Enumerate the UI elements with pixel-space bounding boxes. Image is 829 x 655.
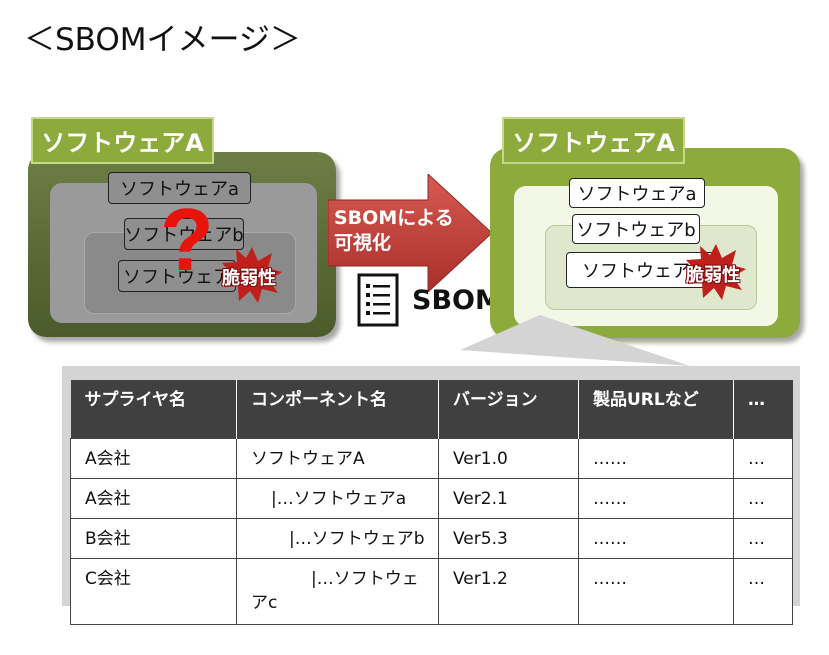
- cell-version: Ver5.3: [438, 517, 579, 559]
- cell-supplier: A会社: [70, 437, 237, 479]
- page-title: ＜SBOMイメージ＞: [24, 22, 301, 58]
- arrow-label-line2: 可視化: [334, 232, 392, 254]
- left-component-c: ソフトウェア: [118, 260, 236, 292]
- cell-version: Ver1.0: [438, 437, 579, 479]
- arrow-label: SBOMによる 可視化: [334, 206, 474, 256]
- right-vulnerability-burst-icon: [686, 244, 746, 300]
- left-component-a: ソフトウェアa: [108, 172, 251, 204]
- table-row: C会社 |…ソフトウェアc Ver1.2 …… …: [70, 557, 793, 625]
- right-software-title: ソフトウェアA: [502, 117, 685, 164]
- header-supplier: サプライヤ名: [70, 380, 237, 438]
- cell-component: |…ソフトウェアc: [236, 557, 439, 625]
- left-vulnerability-burst-icon: [222, 247, 282, 303]
- cell-supplier: A会社: [70, 477, 237, 519]
- sbom-document-icon: [357, 273, 399, 327]
- left-vulnerability-label: 脆弱性: [222, 268, 276, 289]
- cell-supplier: C会社: [70, 557, 237, 625]
- table-row: B会社 |…ソフトウェアb Ver5.3 …… …: [70, 517, 793, 559]
- cell-more: …: [733, 517, 793, 559]
- header-product-url: 製品URLなど: [578, 380, 734, 438]
- sbom-label: SBOM: [412, 285, 502, 316]
- header-more: …: [733, 380, 793, 438]
- left-software-title: ソフトウェアA: [31, 117, 214, 164]
- cell-component: ソフトウェアA: [236, 437, 439, 479]
- sbom-table: サプライヤ名 コンポーネント名 バージョン 製品URLなど … A会社 ソフトウ…: [70, 380, 793, 625]
- cell-version: Ver1.2: [438, 557, 579, 625]
- cell-more: …: [733, 477, 793, 519]
- right-vulnerability-label: 脆弱性: [686, 265, 740, 286]
- table-row: A会社 ソフトウェアA Ver1.0 …… …: [70, 437, 793, 479]
- cell-component: |…ソフトウェアb: [236, 517, 439, 559]
- cell-version: Ver2.1: [438, 477, 579, 519]
- visualize-arrow: [328, 174, 492, 292]
- cell-product-url: ……: [578, 517, 734, 559]
- right-component-a: ソフトウェアa: [569, 178, 705, 208]
- cell-component: |…ソフトウェアa: [236, 477, 439, 519]
- cell-supplier: B会社: [70, 517, 237, 559]
- cell-product-url: ……: [578, 437, 734, 479]
- right-component-b: ソフトウェアb: [572, 214, 700, 244]
- table-row: A会社 |…ソフトウェアa Ver2.1 …… …: [70, 477, 793, 519]
- header-component: コンポーネント名: [236, 380, 439, 438]
- arrow-label-line1: SBOMによる: [334, 207, 454, 229]
- unknown-question-mark: ?: [160, 190, 214, 289]
- cell-more: …: [733, 557, 793, 625]
- cell-more: …: [733, 437, 793, 479]
- header-version: バージョン: [438, 380, 579, 438]
- left-component-b: ソフトウェアb: [124, 218, 244, 250]
- cell-product-url: ……: [578, 557, 734, 625]
- table-header-row: サプライヤ名 コンポーネント名 バージョン 製品URLなど …: [70, 380, 793, 438]
- cell-product-url: ……: [578, 477, 734, 519]
